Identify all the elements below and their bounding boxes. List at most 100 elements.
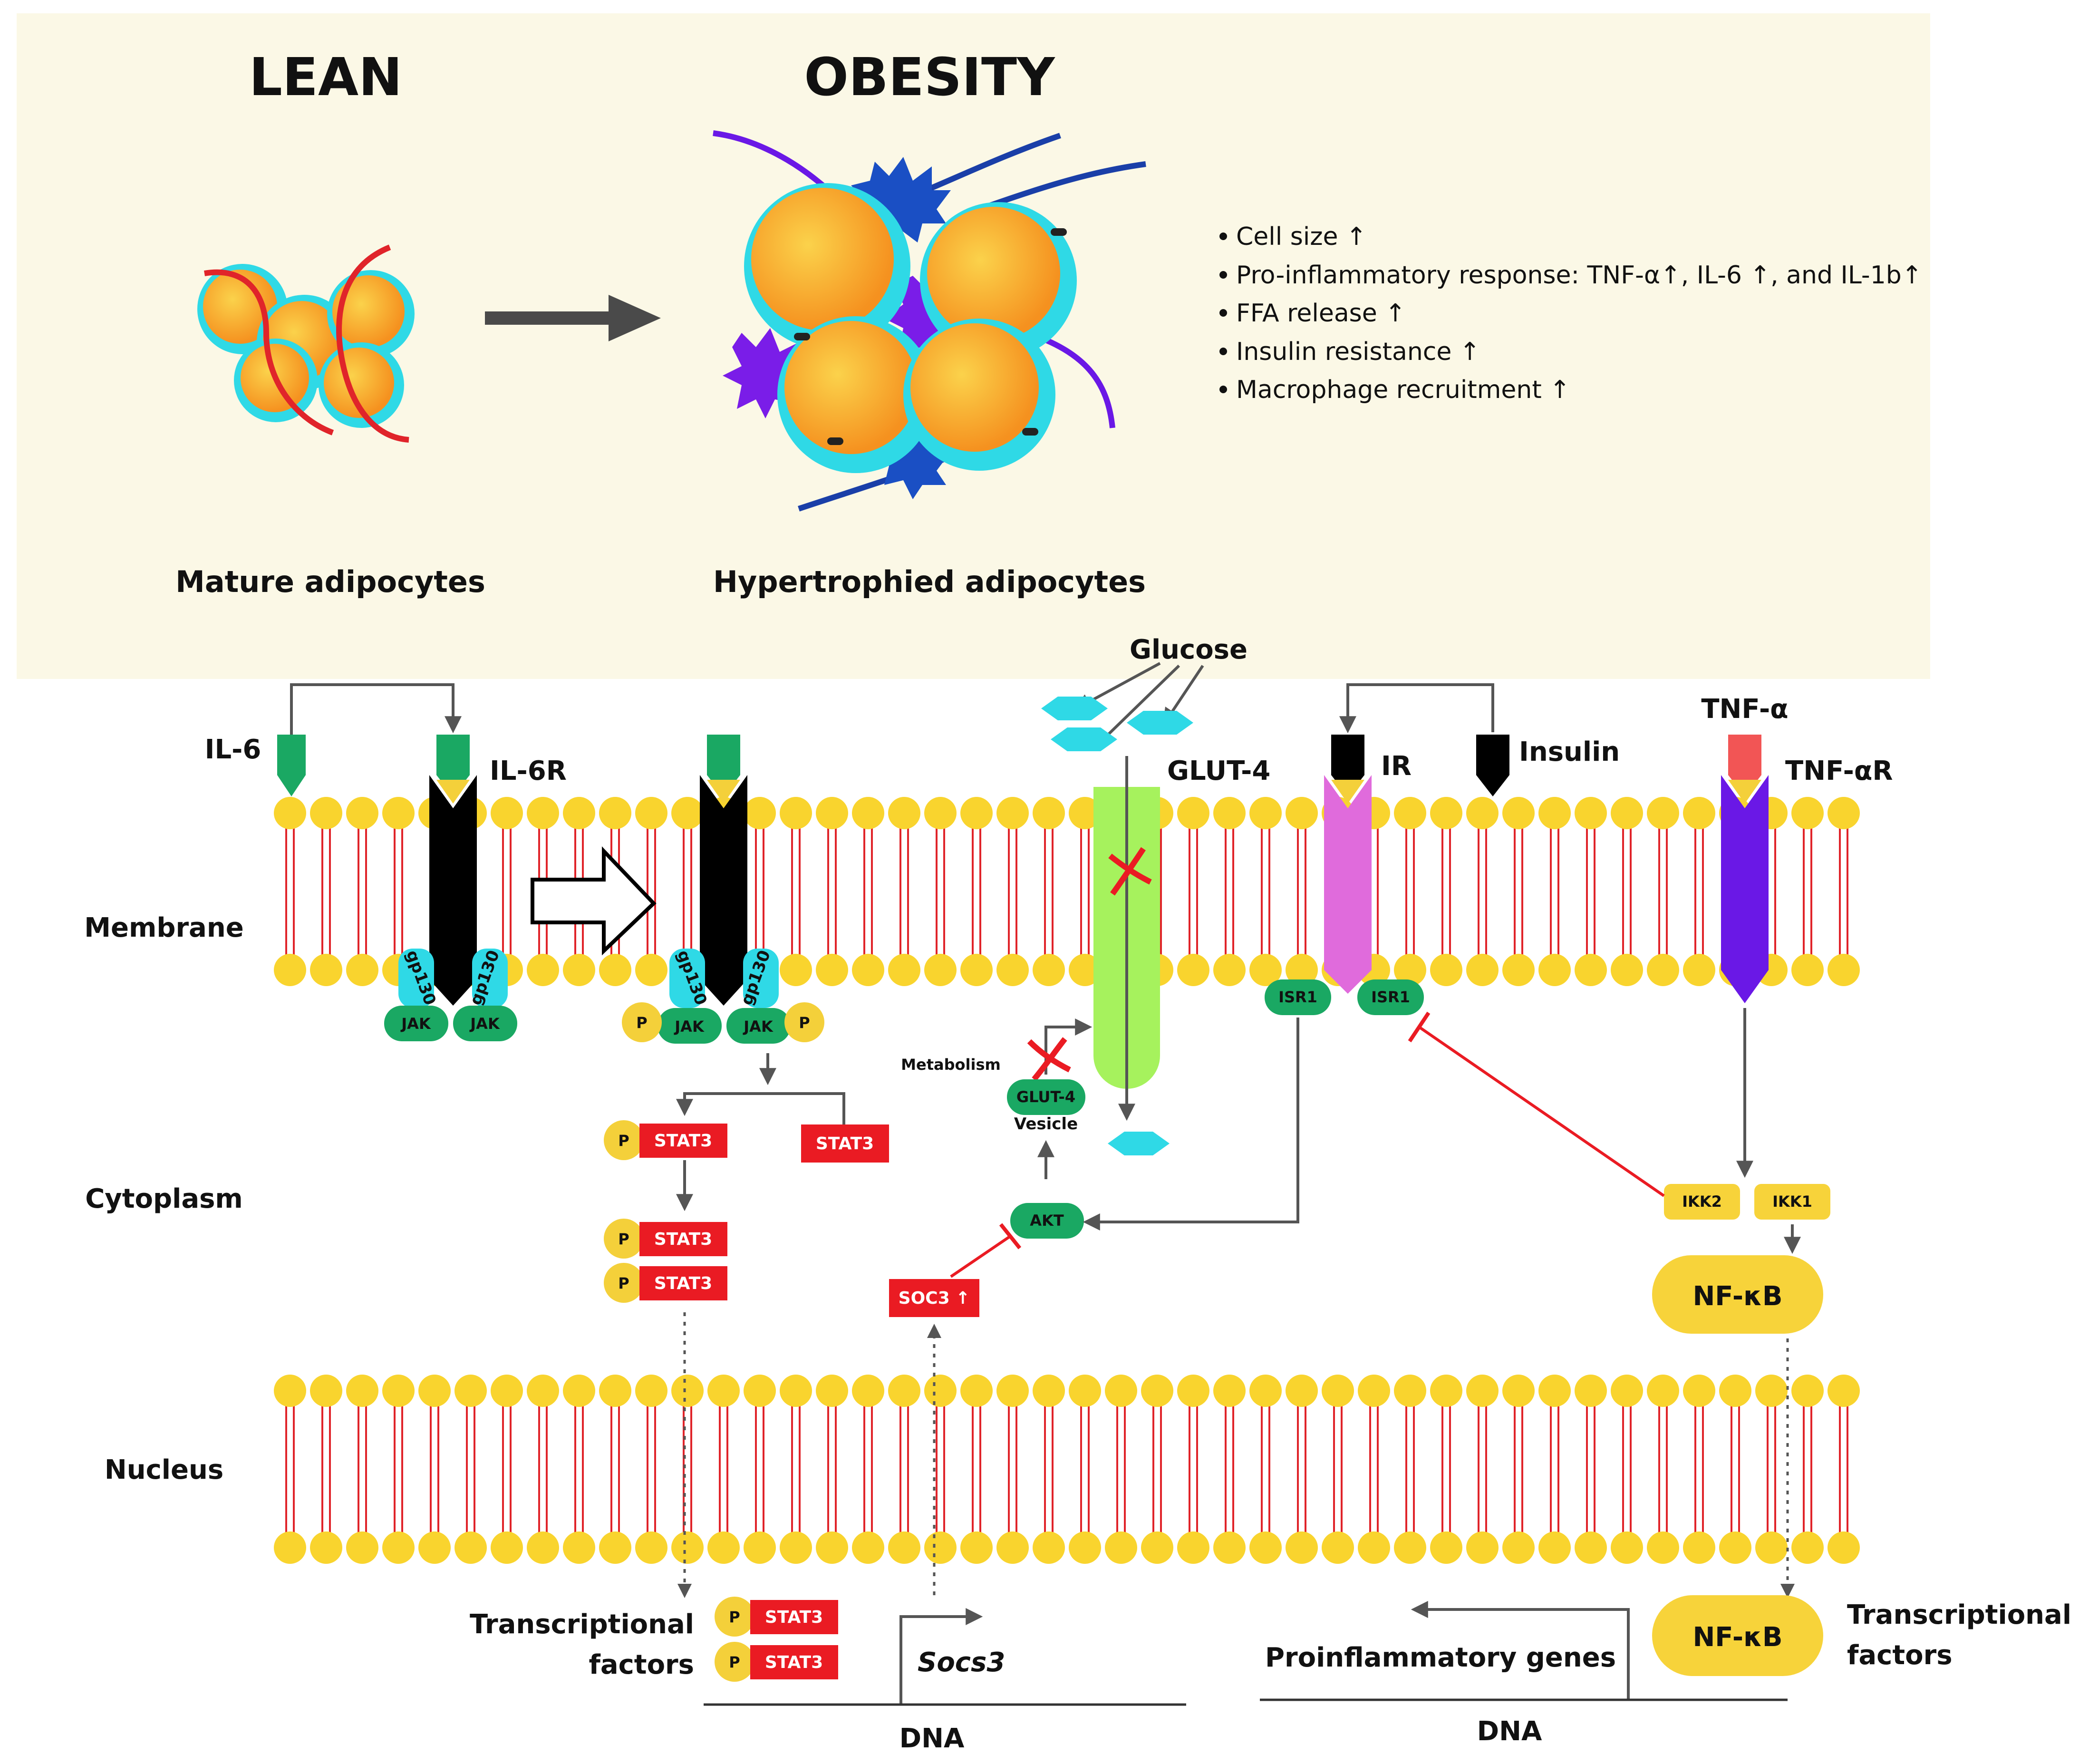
- svg-text:NF-κB: NF-κB: [1692, 1622, 1782, 1653]
- svg-text:P: P: [618, 1132, 629, 1150]
- bullet-insulin-resistance: Insulin resistance ↑: [1236, 338, 1480, 366]
- lean-caption: Mature adipocytes: [175, 564, 485, 599]
- il6-receptor: [429, 775, 477, 1006]
- svg-text:STAT3: STAT3: [654, 1274, 712, 1293]
- socs3-promoter-arrow: [899, 1608, 983, 1705]
- insulin-receptor: [1324, 775, 1372, 994]
- phospho-jak-right: [784, 1002, 824, 1042]
- glut4-pathway: Glucose GLUT-4 Metabolism GLUT-4 Vesicle…: [889, 634, 1270, 1595]
- stat3-phospho-1: [639, 1124, 727, 1158]
- nuclear-membrane-bilayer: [274, 1375, 1860, 1564]
- vesicle-caption: Vesicle: [1014, 1115, 1078, 1134]
- svg-text:IKK2: IKK2: [1682, 1192, 1722, 1211]
- bullet-macrophage-recruitment: Macrophage recruitment ↑: [1236, 376, 1570, 404]
- lean-title: LEAN: [249, 47, 402, 107]
- svg-text:STAT3: STAT3: [654, 1230, 712, 1249]
- gp130-right: [472, 949, 508, 1008]
- nfkb-cytoplasm: [1652, 1255, 1823, 1334]
- glut4-block-mark: [1108, 847, 1152, 896]
- phospho-jak-left: [622, 1002, 662, 1042]
- tf-right-line1: Transcriptional: [1847, 1599, 2071, 1630]
- isr1-right: [1357, 979, 1424, 1015]
- jak-right: [453, 1006, 517, 1041]
- glucose-molecule-inside: [1108, 1132, 1170, 1155]
- obesity-adipocyte-cluster: [713, 130, 1146, 512]
- il6-label: IL-6: [205, 734, 261, 765]
- ikk2-inhibition-line: [1418, 1026, 1665, 1197]
- svg-text:JAK: JAK: [743, 1018, 774, 1036]
- svg-text:IKK1: IKK1: [1772, 1192, 1812, 1211]
- ir-label: IR: [1381, 751, 1412, 782]
- glut4-label: GLUT-4: [1167, 756, 1270, 786]
- svg-text:STAT3: STAT3: [765, 1653, 823, 1672]
- proinflammatory-genes-label: Proinflammatory genes: [1265, 1642, 1616, 1673]
- nucleus-content: Transcriptional factors P STAT3 P STAT3 …: [470, 1595, 2071, 1754]
- svg-text:P: P: [729, 1608, 740, 1626]
- il6-ligand-free: [277, 735, 306, 796]
- svg-text:ISR1: ISR1: [1278, 988, 1317, 1006]
- svg-text:P: P: [618, 1230, 629, 1248]
- gp130-left: [398, 949, 434, 1008]
- socs3-inhibition-line: [950, 1235, 1011, 1278]
- svg-text:NF-κB: NF-κB: [1692, 1281, 1782, 1312]
- akt-node: [1010, 1203, 1084, 1239]
- svg-text:P: P: [729, 1653, 740, 1671]
- glucose-molecule-1: [1041, 697, 1108, 720]
- stat3-dimer-top: [639, 1222, 727, 1256]
- stat3-nuclear-top: [750, 1600, 838, 1634]
- svg-text:P: P: [618, 1274, 629, 1292]
- svg-text:STAT3: STAT3: [765, 1608, 823, 1627]
- bullet-ffa-release: FFA release ↑: [1236, 299, 1406, 328]
- obesity-caption: Hypertrophied adipocytes: [713, 564, 1146, 599]
- il6r-label: IL-6R: [490, 756, 567, 786]
- nucleus-label: Nucleus: [105, 1454, 223, 1485]
- tnf-pathway: TNF-α TNF-αR IKK2 IKK1 NF-κB: [1408, 694, 1893, 1598]
- insulin-pathway: Insulin IR ISR1 ISR1: [1083, 683, 1620, 1231]
- socs3-box: [889, 1279, 979, 1317]
- il6-pathway: IL-6 IL-6R gp130 gp130 JAK JAK gp130 gp1…: [205, 683, 889, 1598]
- dna-left-label: DNA: [899, 1723, 965, 1754]
- svg-text:GLUT-4: GLUT-4: [1016, 1088, 1075, 1106]
- tnf-receptor: [1721, 775, 1769, 1003]
- svg-text:JAK: JAK: [400, 1015, 431, 1033]
- stat3-nuclear-bottom: [750, 1645, 838, 1679]
- lean-to-obesity-arrow: [485, 295, 661, 341]
- glucose-molecule-2: [1051, 727, 1117, 751]
- cytoplasm-label: Cytoplasm: [85, 1183, 243, 1214]
- bullet-inflammatory-response: Pro-inflammatory response: TNF-α↑, IL-6 …: [1236, 261, 1922, 290]
- il6-receptor-activated: [700, 775, 747, 1006]
- jak-left: [384, 1006, 448, 1041]
- glut4-vesicle: [1007, 1079, 1085, 1115]
- bullet-cell-size: Cell size ↑: [1236, 223, 1367, 251]
- membrane-label: Membrane: [84, 912, 243, 943]
- svg-text:P: P: [636, 1014, 647, 1032]
- glucose-label: Glucose: [1130, 634, 1247, 665]
- tf-left-line2: factors: [589, 1649, 694, 1680]
- dna-right-label: DNA: [1477, 1716, 1542, 1747]
- cell-membrane-bilayer: [274, 797, 1860, 986]
- svg-text:SOC3 ↑: SOC3 ↑: [899, 1289, 970, 1308]
- lean-adipocyte-cluster: [197, 244, 415, 443]
- svg-text:STAT3: STAT3: [816, 1134, 874, 1153]
- obesity-title: OBESITY: [804, 47, 1055, 107]
- tf-left-line1: Transcriptional: [470, 1609, 694, 1640]
- proinflammatory-promoter-arrow: [1411, 1601, 1630, 1700]
- svg-text:AKT: AKT: [1030, 1212, 1064, 1230]
- metabolism-block-mark: [1027, 1037, 1071, 1081]
- stat3-dimer-bottom: [639, 1266, 727, 1300]
- metabolism-label: Metabolism: [901, 1056, 1001, 1074]
- tnf-alpha-label: TNF-α: [1701, 694, 1788, 725]
- ikk1-node: [1754, 1184, 1830, 1220]
- activation-arrow: [531, 846, 657, 956]
- insulin-ligand-free: [1476, 735, 1509, 796]
- socs3-gene-label: Socs3: [918, 1647, 1005, 1678]
- glucose-molecule-3: [1127, 711, 1193, 735]
- tf-right-line2: factors: [1847, 1640, 1953, 1671]
- svg-text:JAK: JAK: [674, 1018, 705, 1036]
- ikk2-node: [1664, 1184, 1740, 1220]
- tnf-receptor-label: TNF-αR: [1785, 756, 1893, 786]
- insulin-label: Insulin: [1519, 737, 1620, 767]
- svg-text:STAT3: STAT3: [654, 1131, 712, 1151]
- stat3-unphosphorylated: [801, 1124, 889, 1163]
